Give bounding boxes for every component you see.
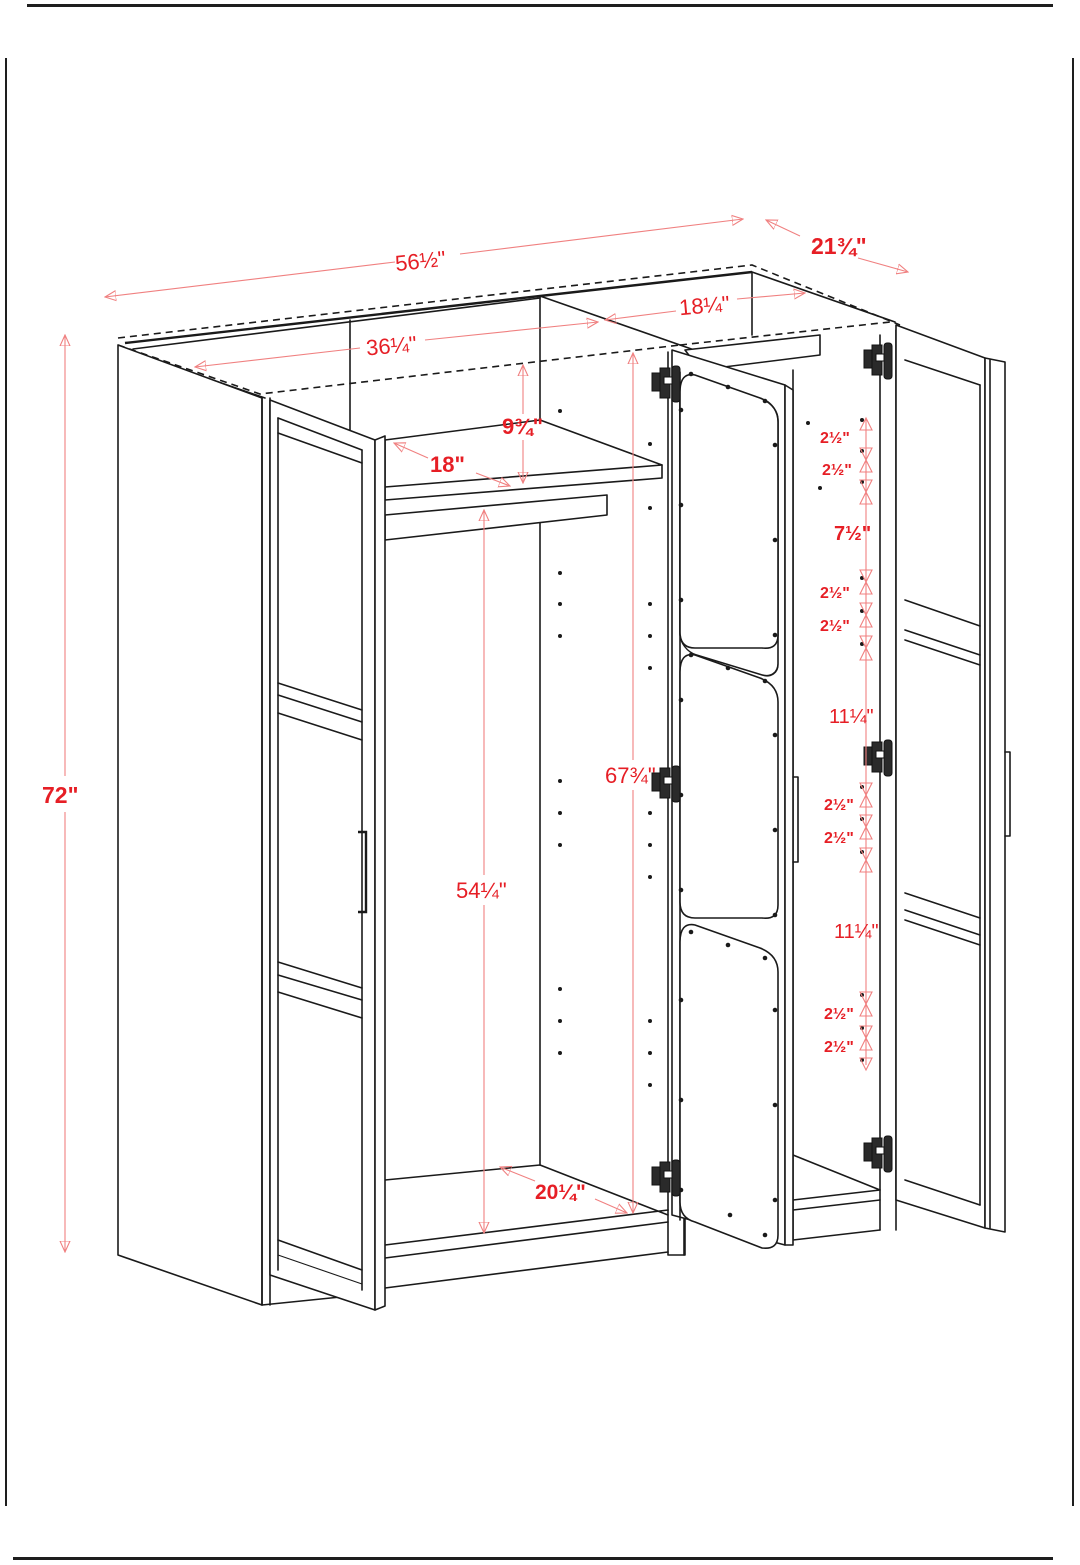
middle-door-handle (792, 776, 799, 863)
dimension-lines (65, 219, 908, 1252)
label-pin-spacing-5: 2½" (820, 618, 850, 635)
right-door (895, 324, 1006, 1233)
frame-right-line (1072, 58, 1074, 1506)
label-pin-spacing-10: 2½" (824, 1006, 854, 1023)
hinge-icons (651, 342, 893, 1197)
label-pin-spacing-6: 11¼" (829, 706, 874, 728)
label-pin-spacing-8: 2½" (824, 830, 854, 847)
middle-door-screws (678, 371, 778, 1238)
cabinet-body (117, 264, 901, 1306)
label-top-width-right: 18¼" (678, 291, 731, 320)
label-bottom-depth: 20¼" (535, 1181, 586, 1204)
label-interior-height: 67¾" (605, 763, 656, 788)
label-pin-spacing-9: 11¼" (834, 921, 879, 943)
right-door-handle (1004, 751, 1011, 837)
label-pin-spacing-7: 2½" (824, 797, 854, 814)
frame-top-line (27, 4, 1053, 7)
label-shelf-clearance: 9¾" (502, 414, 543, 439)
label-pin-spacing-4: 2½" (820, 585, 850, 602)
label-pin-spacing-3: 7½" (834, 523, 871, 545)
label-overall-width: 56½" (394, 246, 447, 276)
label-pin-spacing-2: 2½" (822, 462, 852, 479)
frame-left-line (5, 58, 7, 1506)
dimension-labels: 56½" 21¾" 72" 36¼" 18¼" 9¾" 18" 54¼" 67¾… (42, 233, 879, 1204)
label-pin-spacing-1: 2½" (820, 430, 850, 447)
label-overall-depth: 21¾" (811, 233, 867, 259)
label-shelf-depth: 18" (430, 452, 465, 477)
middle-door-inset-panels (679, 373, 779, 1250)
frame-bottom-line (13, 1557, 1053, 1560)
label-hanging-height: 54¼" (456, 878, 507, 903)
label-pin-spacing-11: 2½" (824, 1039, 854, 1056)
left-door (269, 399, 386, 1311)
left-door-handle (358, 830, 368, 914)
label-top-width-left: 36¼" (365, 331, 418, 360)
label-overall-height: 72" (42, 782, 79, 808)
shelf-pin-holes (558, 409, 992, 1087)
